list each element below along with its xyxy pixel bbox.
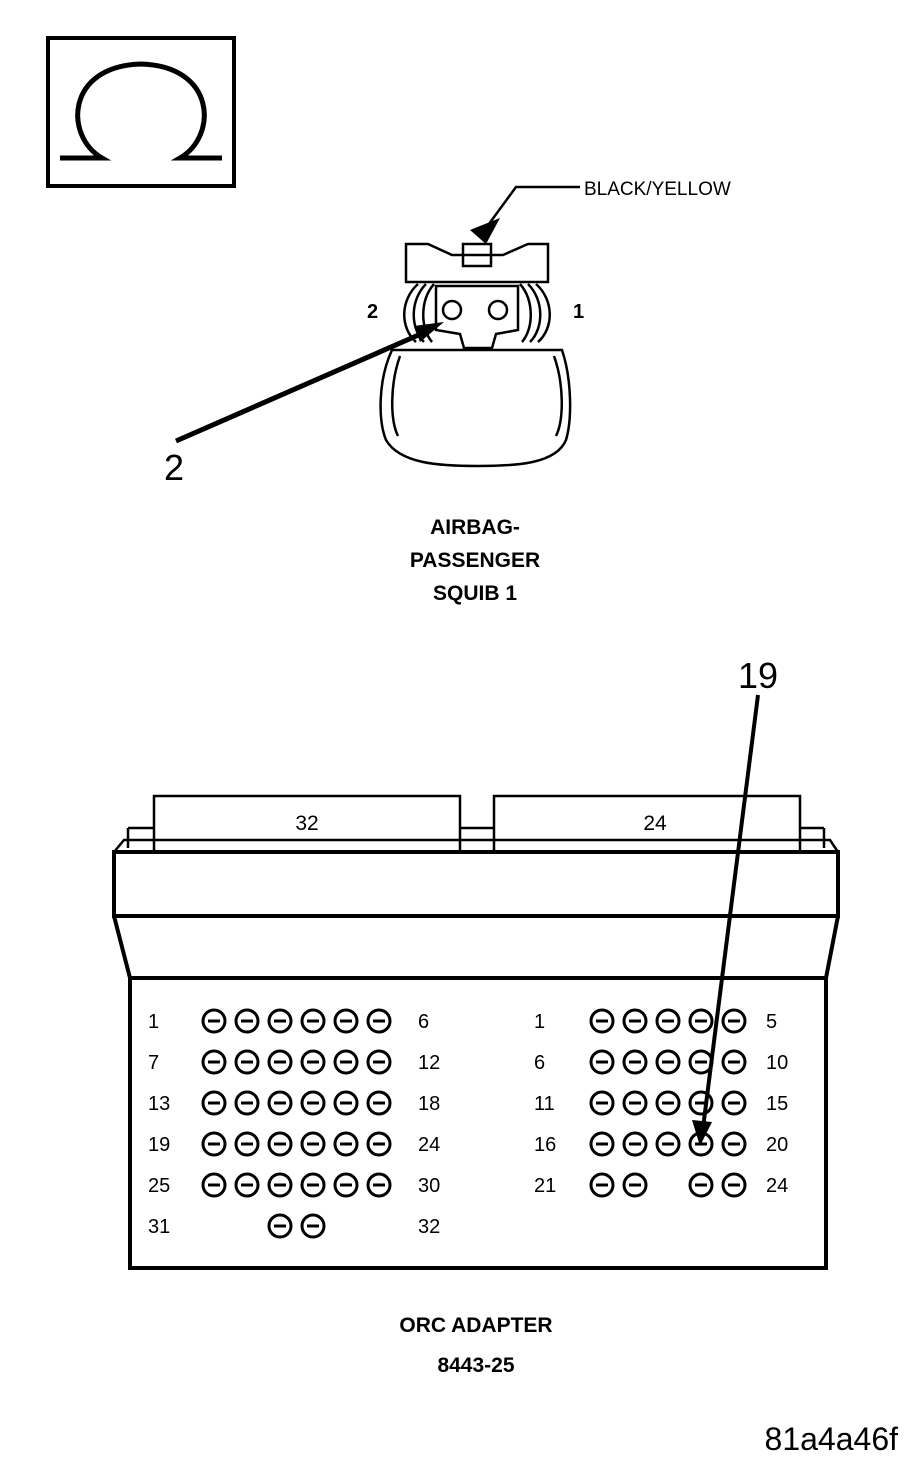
pin-label-1: 1: [573, 301, 584, 323]
right-pin-cavity: [589, 1131, 615, 1157]
left-pin-cavity: [267, 1049, 293, 1075]
figure-id: 81a4a46f: [765, 1421, 899, 1457]
right-pin-cavity: [589, 1172, 615, 1198]
left-pin-cavity: [267, 1090, 293, 1116]
left-row-end-label: 24: [418, 1134, 440, 1156]
left-pin-cavity: [201, 1008, 227, 1034]
right-pin-cavity: [688, 1008, 714, 1034]
left-row-start-label: 31: [148, 1216, 170, 1238]
left-pin-cavity: [234, 1131, 260, 1157]
right-pin-cavity: [589, 1049, 615, 1075]
right-pin-cavity: [688, 1172, 714, 1198]
right-pin-cavity: [622, 1008, 648, 1034]
right-pin-cavity: [721, 1131, 747, 1157]
tab-32-label: 32: [295, 812, 318, 835]
left-row-end-label: 6: [418, 1011, 429, 1033]
left-row-start-label: 7: [148, 1052, 159, 1074]
left-pin-cavity: [201, 1090, 227, 1116]
right-pin-cavity: [721, 1008, 747, 1034]
left-row-start-label: 13: [148, 1093, 170, 1115]
right-row-end-label: 20: [766, 1134, 788, 1156]
callout-pin-19: 19: [738, 655, 778, 696]
left-pin-cavity: [267, 1172, 293, 1198]
left-pin-cavity: [300, 1090, 326, 1116]
left-row-end-label: 32: [418, 1216, 440, 1238]
callout-pin-2: 2: [164, 447, 184, 488]
left-row-start-label: 19: [148, 1134, 170, 1156]
left-pin-cavity: [366, 1172, 392, 1198]
right-pin-cavity: [721, 1090, 747, 1116]
squib-caption-line-3: SQUIB 1: [433, 582, 517, 605]
left-pin-cavity: [333, 1090, 359, 1116]
right-row-end-label: 24: [766, 1175, 788, 1197]
left-row-end-label: 12: [418, 1052, 440, 1074]
right-row-start-label: 16: [534, 1134, 556, 1156]
left-pin-cavity: [234, 1008, 260, 1034]
right-pin-cavity: [688, 1090, 714, 1116]
left-pin-cavity: [300, 1049, 326, 1075]
left-pin-block: 1 6 7 12 13 18 19 24 25 30 31 32: [148, 1008, 440, 1239]
tab-24-label: 24: [643, 812, 667, 835]
left-pin-cavity: [366, 1090, 392, 1116]
left-pin-cavity: [201, 1049, 227, 1075]
left-pin-cavity: [333, 1172, 359, 1198]
left-pin-cavity: [333, 1131, 359, 1157]
right-row-start-label: 21: [534, 1175, 556, 1197]
right-row-end-label: 10: [766, 1052, 788, 1074]
left-pin-cavity: [366, 1008, 392, 1034]
right-pin-cavity: [655, 1090, 681, 1116]
left-row-end-label: 30: [418, 1175, 440, 1197]
right-pin-cavity: [589, 1090, 615, 1116]
adapter-caption-line-1: ORC ADAPTER: [399, 1314, 552, 1337]
left-pin-cavity: [300, 1008, 326, 1034]
right-pin-cavity: [655, 1049, 681, 1075]
left-pin-cavity: [300, 1172, 326, 1198]
adapter-caption-line-2: 8443-25: [437, 1354, 514, 1377]
right-pin-cavity: [721, 1172, 747, 1198]
right-pin-cavity: [655, 1008, 681, 1034]
left-pin-cavity: [333, 1008, 359, 1034]
left-row-end-label: 18: [418, 1093, 440, 1115]
left-pin-cavity: [267, 1131, 293, 1157]
left-pin-cavity: [234, 1049, 260, 1075]
pin-label-2: 2: [367, 301, 378, 323]
left-pin-cavity: [366, 1049, 392, 1075]
right-pin-cavity: [622, 1131, 648, 1157]
left-pin-cavity: [267, 1213, 293, 1239]
squib-connector: BLACK/YELLOW 2 1 2 AIRBAG- PASSENGER SQU…: [164, 179, 731, 605]
left-pin-cavity: [333, 1049, 359, 1075]
left-row-start-label: 25: [148, 1175, 170, 1197]
left-pin-cavity: [234, 1172, 260, 1198]
right-row-end-label: 5: [766, 1011, 777, 1033]
right-pin-cavity: [589, 1008, 615, 1034]
right-row-start-label: 1: [534, 1011, 545, 1033]
ohm-icon: [46, 36, 236, 188]
right-pin-cavity: [655, 1131, 681, 1157]
left-pin-cavity: [366, 1131, 392, 1157]
wire-color-label: BLACK/YELLOW: [584, 179, 731, 200]
right-pin-cavity: [622, 1172, 648, 1198]
squib-caption-line-2: PASSENGER: [410, 549, 540, 572]
left-pin-cavity: [267, 1008, 293, 1034]
right-pin-cavity: [721, 1049, 747, 1075]
right-pin-cavity: [622, 1090, 648, 1116]
left-pin-cavity: [300, 1131, 326, 1157]
squib-caption-line-1: AIRBAG-: [430, 516, 520, 539]
right-pin-cavity: [622, 1049, 648, 1075]
right-row-start-label: 11: [534, 1093, 555, 1115]
left-pin-cavity: [201, 1131, 227, 1157]
left-pin-cavity: [300, 1213, 326, 1239]
left-pin-cavity: [201, 1172, 227, 1198]
right-row-start-label: 6: [534, 1052, 545, 1074]
left-row-start-label: 1: [148, 1011, 159, 1033]
right-row-end-label: 15: [766, 1093, 788, 1115]
left-pin-cavity: [234, 1090, 260, 1116]
